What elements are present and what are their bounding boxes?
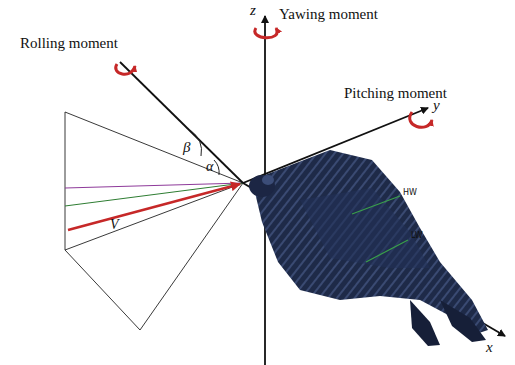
wing-label: HW [403, 189, 417, 197]
angle-label: β [183, 140, 190, 155]
moment-label: Yawing moment [279, 7, 378, 22]
axis-label: x [486, 340, 493, 355]
wing-label: LW [411, 232, 423, 240]
velocity-label: V [110, 218, 119, 232]
moment-label: Pitching moment [344, 86, 447, 101]
axis-label: z [250, 3, 256, 18]
axis-label: y [433, 98, 440, 113]
angle-label: α [206, 160, 213, 174]
moment-label: Rolling moment [20, 36, 118, 51]
